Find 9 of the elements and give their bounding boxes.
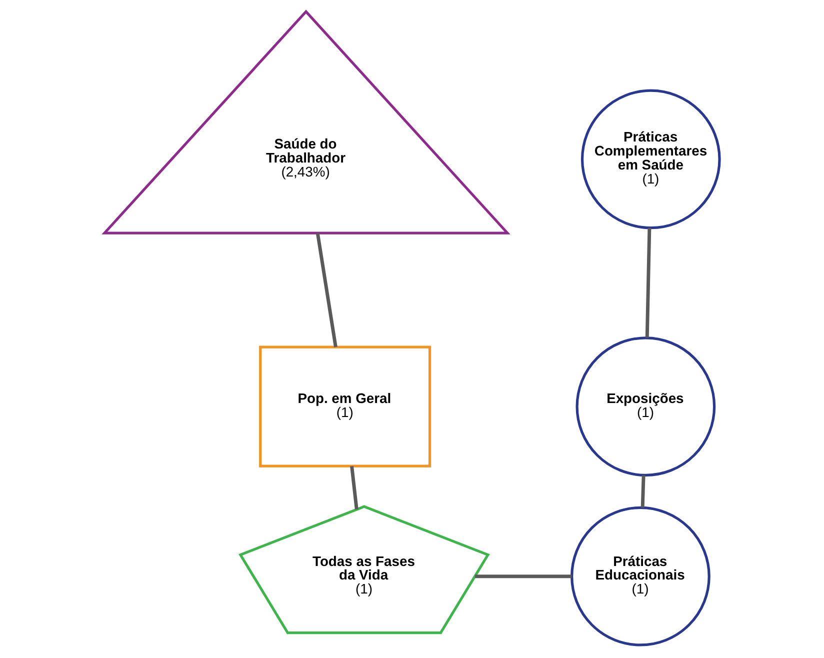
node-circle: Exposições (1) bbox=[576, 336, 716, 477]
node-circle: Práticas Educacionais (1) bbox=[570, 506, 710, 646]
node-box: Pop. em Geral (1) bbox=[259, 346, 432, 468]
connector bbox=[645, 228, 652, 338]
node-circle: Práticas Complementares em Saúde (1) bbox=[580, 89, 721, 230]
connector bbox=[316, 232, 338, 348]
connector bbox=[475, 574, 572, 578]
connector bbox=[640, 475, 646, 508]
connector bbox=[350, 466, 358, 510]
